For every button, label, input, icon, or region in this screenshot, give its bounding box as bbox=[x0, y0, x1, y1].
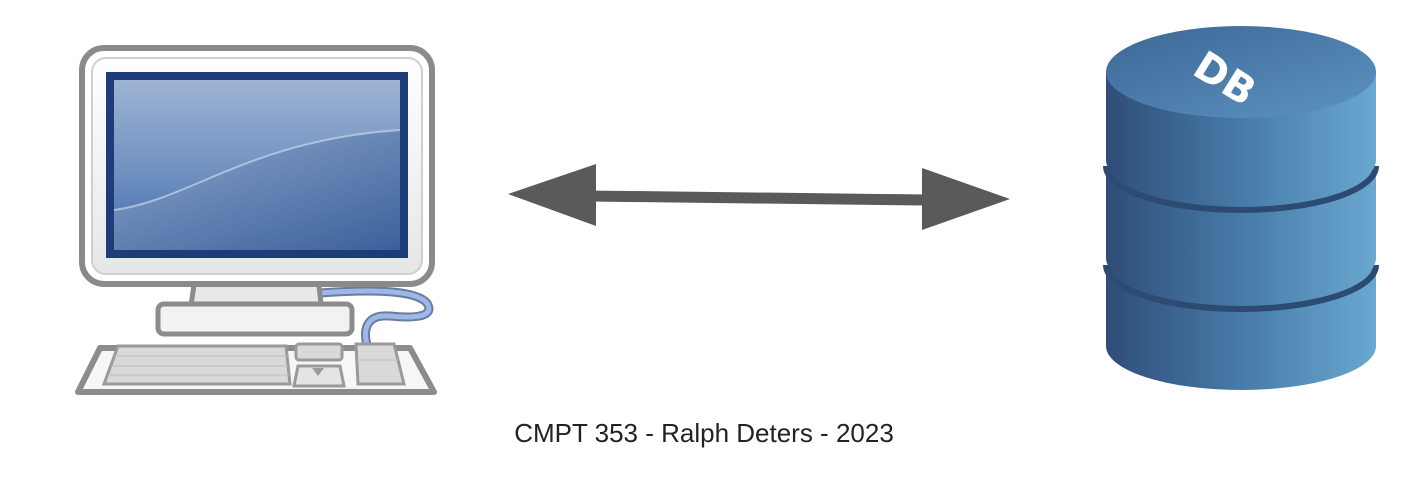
footer-caption: CMPT 353 - Ralph Deters - 2023 bbox=[514, 418, 894, 448]
arrowhead-right bbox=[922, 168, 1010, 230]
database-icon: DB bbox=[1103, 26, 1379, 390]
arrowhead-left bbox=[508, 164, 596, 226]
desktop-computer-icon bbox=[75, 45, 437, 395]
bidirectional-arrow bbox=[508, 164, 1010, 230]
